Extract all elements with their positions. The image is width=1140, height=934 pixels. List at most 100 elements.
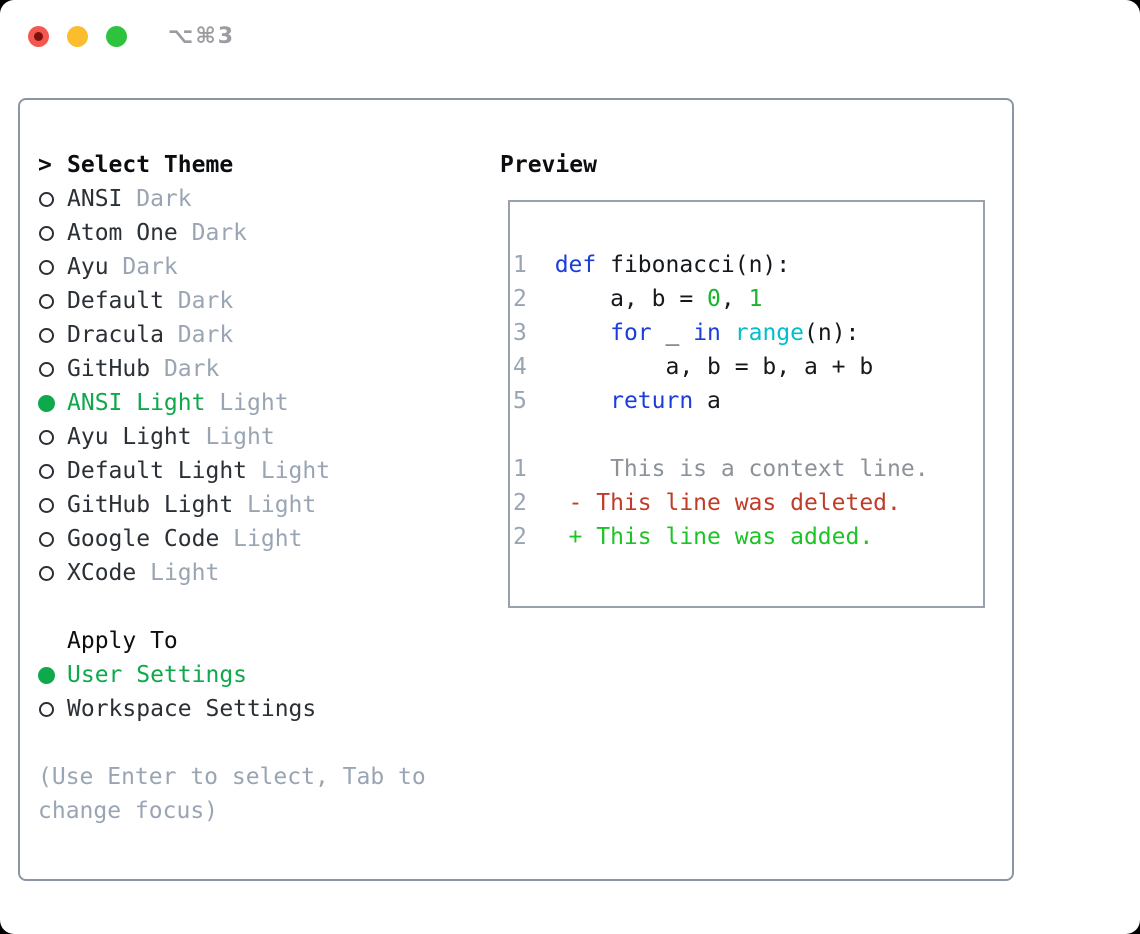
radio-icon — [39, 191, 54, 207]
radio-icon — [39, 429, 54, 445]
radio-icon — [39, 701, 54, 717]
theme-option-dracula-dark[interactable]: Dracula Dark — [38, 318, 488, 352]
code-segment: (n): — [804, 320, 860, 346]
theme-variant-badge: Dark — [177, 220, 248, 246]
theme-variant-badge: Light — [233, 492, 317, 518]
theme-name: GitHub Light — [67, 492, 234, 518]
theme-variant-badge: Dark — [163, 288, 234, 314]
theme-variant-badge: Dark — [163, 322, 234, 348]
line-number: 2 — [513, 286, 527, 312]
zoom-button-icon[interactable] — [106, 26, 127, 47]
theme-name: Ayu Light — [67, 424, 192, 450]
theme-name: XCode — [67, 560, 137, 586]
theme-option-ansi-dark[interactable]: ANSI Dark — [38, 182, 488, 216]
radio-icon — [39, 293, 54, 309]
code-segment — [527, 248, 555, 282]
window-controls — [28, 26, 127, 47]
theme-option-github-light-light[interactable]: GitHub Light Light — [38, 488, 488, 522]
theme-name: Atom One — [67, 220, 178, 246]
theme-name: Default Light — [67, 458, 248, 484]
theme-option-atom-one-dark[interactable]: Atom One Dark — [38, 216, 488, 250]
apply-to-title: Apply To — [67, 628, 178, 654]
code-segment: fibonacci(n): — [596, 252, 791, 278]
apply-option-label: User Settings — [67, 662, 248, 688]
radio-icon — [39, 497, 54, 513]
code-segment: This is a context line. — [527, 456, 929, 482]
line-number: 3 — [513, 320, 527, 346]
apply-option-label: Workspace Settings — [67, 696, 317, 722]
code-line: 3 for _ in range(n): — [513, 316, 929, 350]
code-segment: def — [554, 252, 597, 278]
theme-option-ayu-light-light[interactable]: Ayu Light Light — [38, 420, 488, 454]
code-segment: for — [610, 320, 652, 346]
preview-title: Preview — [500, 152, 597, 178]
theme-variant-badge: Light — [247, 458, 331, 484]
theme-variant-badge: Dark — [150, 356, 220, 382]
minimize-button-icon[interactable] — [67, 26, 88, 47]
code-segment: a, b = — [527, 286, 708, 312]
line-number: 5 — [513, 388, 527, 414]
theme-variant-badge: Dark — [108, 254, 178, 280]
apply-option-user-settings[interactable]: User Settings — [38, 658, 488, 692]
radio-icon — [39, 225, 54, 241]
help-text: (Use Enter to select, Tab to change focu… — [38, 764, 426, 824]
code-segment: _ — [651, 320, 694, 346]
radio-icon — [39, 327, 54, 343]
theme-option-default-light-light[interactable]: Default Light Light — [38, 454, 488, 488]
theme-name: Google Code — [67, 526, 220, 552]
apply-option-workspace-settings[interactable]: Workspace Settings — [38, 692, 488, 726]
code-segment: a — [693, 388, 721, 414]
theme-option-ansi-light-light[interactable]: ANSI Light Light — [38, 386, 488, 420]
code-line: 1 This is a context line. — [513, 452, 929, 486]
theme-option-github-dark[interactable]: GitHub Dark — [38, 352, 488, 386]
theme-variant-badge: Light — [219, 526, 303, 552]
code-line: 5 return a — [513, 384, 929, 418]
theme-name: Default — [67, 288, 164, 314]
code-segment: a, b = b, a + b — [527, 354, 874, 380]
theme-name: ANSI — [67, 186, 123, 212]
code-segment — [527, 316, 610, 350]
code-segment — [527, 384, 610, 418]
line-number: 1 — [513, 456, 527, 482]
theme-name: GitHub — [67, 356, 151, 382]
code-segment — [527, 486, 569, 520]
apply-to-header-row: Apply To — [38, 624, 488, 658]
code-line: 4 a, b = b, a + b — [513, 350, 929, 384]
line-number: 2 — [513, 524, 527, 550]
spacer — [38, 726, 488, 760]
theme-name: Ayu — [67, 254, 109, 280]
code-segment: , — [720, 286, 749, 312]
focus-prompt-icon: > — [38, 152, 52, 178]
radio-icon — [39, 259, 54, 275]
code-segment: in — [693, 320, 721, 346]
code-segment: return — [610, 388, 694, 414]
spacer — [38, 590, 488, 624]
code-line: 1 def fibonacci(n): — [513, 248, 929, 282]
theme-variant-badge: Light — [191, 424, 275, 450]
close-button-icon[interactable] — [28, 26, 49, 47]
code-segment: - This line was deleted. — [568, 490, 901, 516]
theme-name: ANSI Light — [67, 390, 206, 416]
code-line: 2 a, b = 0, 1 — [513, 282, 929, 316]
theme-option-xcode-light[interactable]: XCode Light — [38, 556, 488, 590]
theme-option-google-code-light[interactable]: Google Code Light — [38, 522, 488, 556]
theme-variant-badge: Dark — [122, 186, 192, 212]
radio-selected-icon — [38, 666, 55, 684]
line-number: 1 — [513, 252, 527, 278]
code-segment — [721, 316, 735, 350]
window-title: ⌥⌘3 — [168, 24, 236, 49]
select-theme-title: Select Theme — [67, 152, 234, 178]
code-line — [513, 418, 929, 452]
theme-option-ayu-dark[interactable]: Ayu Dark — [38, 250, 488, 284]
line-number — [513, 418, 527, 452]
theme-option-default-dark[interactable]: Default Dark — [38, 284, 488, 318]
radio-icon — [39, 361, 54, 377]
code-segment: range — [734, 320, 804, 346]
line-number: 2 — [513, 490, 527, 516]
radio-icon — [39, 565, 54, 581]
code-line: 2 - This line was deleted. — [513, 486, 929, 520]
